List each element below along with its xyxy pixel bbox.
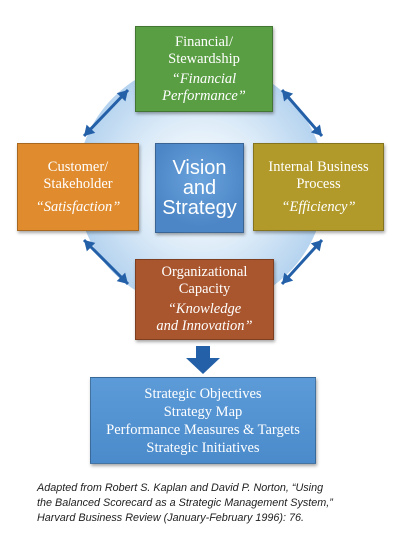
arrow-financial-internal-head-end [310, 124, 322, 136]
internal-business-process-box: Internal Business Process “Efficiency” [253, 143, 384, 231]
org-subtitle-line2: and Innovation” [156, 318, 253, 334]
strategy-map-line: Strategy Map [163, 403, 243, 420]
arrow-financial-customer-shaft [82, 88, 130, 138]
arrow-internal-org-head-end [310, 240, 322, 252]
arrow-customer-org-head-start [84, 240, 96, 252]
vision-strategy-box: Vision and Strategy [155, 143, 244, 233]
arrow-internal-org-head-start [282, 272, 294, 284]
arrow-customer-org-head-end [116, 272, 128, 284]
customer-subtitle: “Satisfaction” [35, 198, 121, 215]
connector-arrows [82, 88, 324, 374]
caption-line1: Adapted from Robert S. Kaplan and David … [37, 482, 324, 494]
arrow-financial-internal-shaft [280, 89, 324, 137]
internal-title-line1: Internal Business [268, 158, 369, 175]
financial-stewardship-box: Financial/ Stewardship “Financial Perfor… [135, 26, 273, 112]
arrow-customer-org-shaft [82, 238, 130, 286]
internal-title-line2: Process [296, 175, 341, 192]
customer-title-line1: Customer/ [47, 158, 109, 175]
internal-subtitle: “Efficiency” [281, 198, 356, 215]
financial-subtitle-line2: Performance” [162, 87, 246, 104]
org-subtitle-line1: “Knowledge [167, 301, 242, 317]
vision-line3: Strategy [162, 197, 237, 219]
strategic-objectives-line: Strategic Objectives [144, 385, 262, 402]
financial-title-line2: Stewardship [168, 50, 240, 67]
vision-line1: Vision [172, 157, 227, 179]
caption-line3: Harvard Business Review (January-Februar… [37, 512, 305, 524]
strategic-elements-box: Strategic Objectives Strategy Map Perfor… [90, 377, 316, 464]
org-title-line2: Capacity [178, 281, 231, 297]
source-caption: Adapted from Robert S. Kaplan and David … [37, 481, 397, 526]
customer-stakeholder-box: Customer/ Stakeholder “Satisfaction” [17, 143, 139, 231]
organizational-capacity-box: Organizational Capacity “Knowledge and I… [135, 259, 274, 340]
org-title-line1: Organizational [161, 264, 248, 280]
financial-subtitle-line1: “Financial [171, 70, 237, 87]
arrow-financial-customer-head-start [84, 124, 96, 136]
caption-line2: the Balanced Scorecard as a Strategic Ma… [37, 497, 333, 509]
performance-measures-line: Performance Measures & Targets [106, 421, 300, 438]
vision-line2: and [182, 177, 217, 199]
arrow-financial-internal-head-start [282, 90, 294, 102]
arrow-financial-customer-head-end [116, 90, 128, 102]
strategic-initiatives-line: Strategic Initiatives [146, 439, 260, 456]
financial-title-line1: Financial/ [175, 33, 233, 50]
customer-title-line2: Stakeholder [43, 175, 113, 192]
down-arrow [186, 346, 220, 374]
